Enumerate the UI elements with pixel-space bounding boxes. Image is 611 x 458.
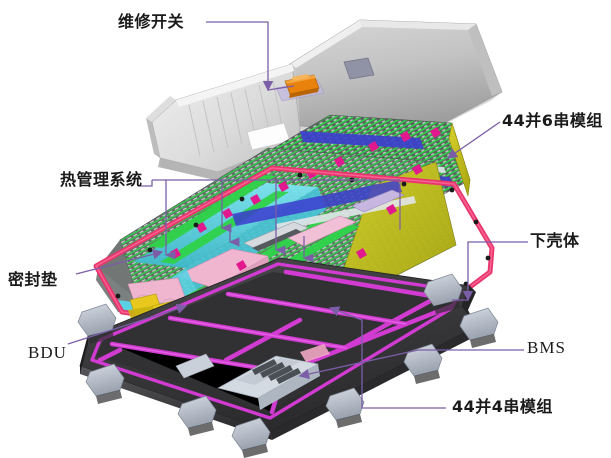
leader-lines [67,21,528,409]
label-bms: BMS [527,338,566,357]
label-lower-housing: 下壳体 [530,231,580,250]
service-switch-component [275,74,325,102]
leader-module-44p6s [446,121,501,159]
label-service-switch: 维修开关 [118,12,185,31]
bracket-shadows [88,300,496,458]
leader-bdu [67,303,188,345]
label-thermal-management: 热管理系统 [60,170,143,189]
label-module-44p4s: 44并4串模组 [452,397,553,416]
electronics-pink-2 [287,215,357,247]
leader-lower-housing [462,241,528,302]
busbar-blue-main [232,180,402,226]
label-sealing-gasket: 密封垫 [8,270,58,289]
label-bdu: BDU [28,343,67,362]
busbar-blue-rear [300,131,424,149]
bms-unit [175,344,330,410]
leader-service-switch [206,21,274,92]
label-module-44p6s: 44并6串模组 [502,111,603,130]
cover-inspection-plate [343,57,375,80]
leader-bms [298,349,524,380]
lower-housing-tray [77,257,499,458]
leader-module-44p4s [328,306,446,409]
leader-sealing-gasket [75,249,164,275]
